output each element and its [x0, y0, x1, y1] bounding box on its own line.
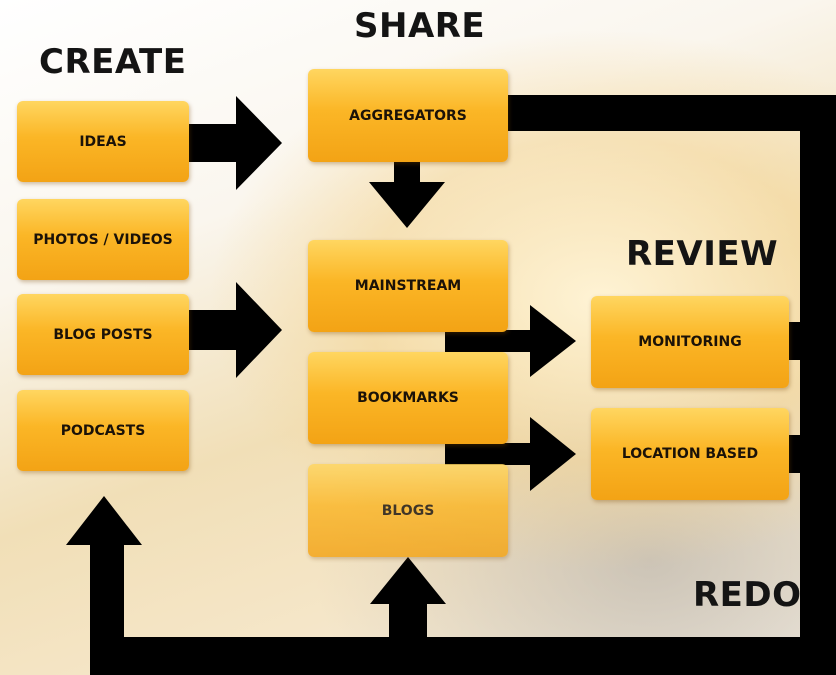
- box-blogs: BLOGS: [308, 464, 508, 557]
- arrow-ideas-to-aggregators: [188, 96, 282, 190]
- arrow-mainstream-to-monitoring: [445, 305, 576, 377]
- box-blogs-label: BLOGS: [381, 502, 435, 519]
- connector-monitoring-stub: [788, 322, 836, 360]
- arrow-bookmarks-to-location: [445, 417, 576, 491]
- box-monitoring: MONITORING: [591, 296, 789, 388]
- box-location-based: LOCATION BASED: [591, 408, 789, 500]
- heading-create: CREATE: [39, 42, 187, 82]
- heading-review: REVIEW: [626, 234, 779, 274]
- box-ideas-label: IDEAS: [79, 133, 127, 150]
- connector-right-vertical-loop: [800, 95, 836, 675]
- box-podcasts: PODCASTS: [17, 390, 189, 471]
- box-podcasts-label: PODCASTS: [60, 422, 146, 439]
- box-bookmarks-label: BOOKMARKS: [357, 390, 459, 406]
- heading-share: SHARE: [354, 6, 486, 46]
- arrow-aggregators-to-mainstream: [369, 162, 445, 228]
- redo-loop-bottom: [90, 637, 836, 675]
- box-location-based-label: LOCATION BASED: [621, 446, 759, 462]
- box-blog-posts-label: BLOG POSTS: [53, 326, 153, 343]
- arrow-blogposts-to-mainstream: [188, 282, 282, 378]
- box-bookmarks: BOOKMARKS: [308, 352, 508, 444]
- box-blog-posts: BLOG POSTS: [17, 294, 189, 375]
- connector-location-stub: [788, 435, 836, 473]
- heading-redo: REDO: [693, 575, 802, 615]
- box-photos-videos-label: PHOTOS / VIDEOS: [33, 231, 173, 248]
- redo-arrow-up-to-create: [66, 496, 142, 675]
- connector-aggregators-to-right-loop: [508, 95, 836, 131]
- box-monitoring-label: MONITORING: [638, 334, 742, 350]
- box-photos-videos: PHOTOS / VIDEOS: [17, 199, 189, 280]
- box-mainstream: MAINSTREAM: [308, 240, 508, 332]
- box-ideas: IDEAS: [17, 101, 189, 182]
- box-aggregators: AGGREGATORS: [308, 69, 508, 162]
- box-mainstream-label: MAINSTREAM: [354, 278, 462, 294]
- redo-arrow-up-to-blogs: [370, 557, 446, 637]
- box-aggregators-label: AGGREGATORS: [349, 107, 467, 124]
